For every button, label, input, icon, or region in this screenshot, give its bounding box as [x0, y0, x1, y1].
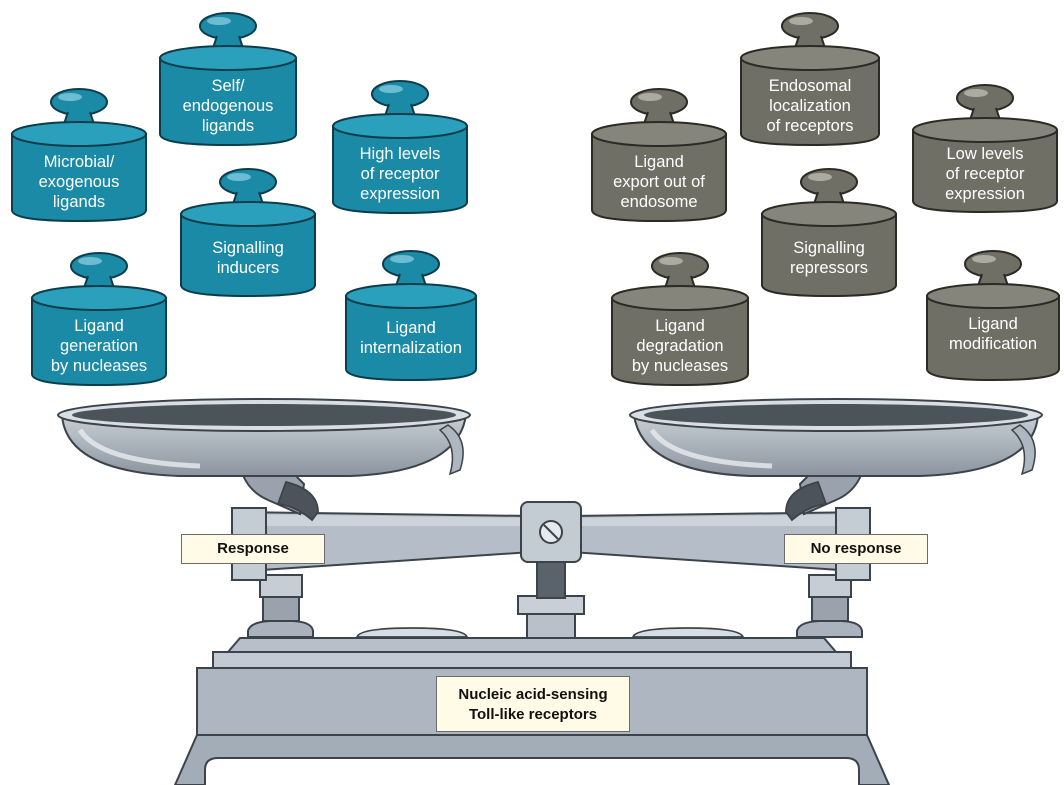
- left-pan: [57, 398, 471, 522]
- weight-right: Endosomal localization of receptors: [739, 12, 881, 147]
- right-foot: [796, 574, 863, 638]
- weight-left: Self/ endogenous ligands: [158, 12, 298, 147]
- weight-shape: [159, 12, 297, 147]
- weight-label: High levels of receptor expression: [359, 145, 441, 203]
- weight-label: Ligand internalization: [360, 319, 462, 357]
- weight-right: Ligand degradation by nucleases: [610, 252, 750, 387]
- weight-right: Ligand modification: [925, 250, 1061, 382]
- right-pan: [629, 398, 1043, 522]
- weight-label: Ligand degradation by nucleases: [631, 317, 729, 375]
- center-post: [517, 559, 585, 639]
- weight-label: Ligand modification: [948, 315, 1038, 353]
- weight-shape: [345, 250, 477, 382]
- weight-label: Signalling inducers: [212, 239, 284, 277]
- weight-shape: [31, 252, 167, 387]
- weight-label: Endosomal localization of receptors: [766, 77, 854, 135]
- left-foot: [247, 574, 314, 638]
- weight-left: Signalling inducers: [179, 168, 317, 298]
- weight-shape: [761, 168, 897, 298]
- weight-left: Ligand internalization: [344, 250, 478, 382]
- weight-shape: [11, 88, 147, 223]
- base-label: Nucleic acid-sensing Toll-like receptors: [436, 676, 630, 732]
- weight-shape: [611, 252, 749, 387]
- weight-shape: [912, 84, 1058, 214]
- weight-label: Self/ endogenous ligands: [182, 77, 274, 135]
- weight-right: Low levels of receptor expression: [911, 84, 1059, 214]
- weight-left: Microbial/ exogenous ligands: [10, 88, 148, 223]
- weight-shape: [591, 88, 727, 223]
- weight-right: Signalling repressors: [760, 168, 898, 298]
- no-response-label: No response: [784, 534, 928, 564]
- weight-shape: [926, 250, 1060, 382]
- weight-shape: [740, 12, 880, 147]
- response-label: Response: [181, 534, 325, 564]
- weight-shape: [332, 80, 468, 215]
- weight-shape: [180, 168, 316, 298]
- weight-label: Ligand export out of endosome: [613, 153, 705, 211]
- weight-left: High levels of receptor expression: [331, 80, 469, 215]
- weight-right: Ligand export out of endosome: [590, 88, 728, 223]
- weight-label: Signalling repressors: [790, 239, 868, 277]
- weight-label: Ligand generation by nucleases: [50, 317, 148, 375]
- weight-label: Microbial/ exogenous ligands: [38, 153, 120, 211]
- weight-left: Ligand generation by nucleases: [30, 252, 168, 387]
- weight-label: Low levels of receptor expression: [945, 145, 1025, 203]
